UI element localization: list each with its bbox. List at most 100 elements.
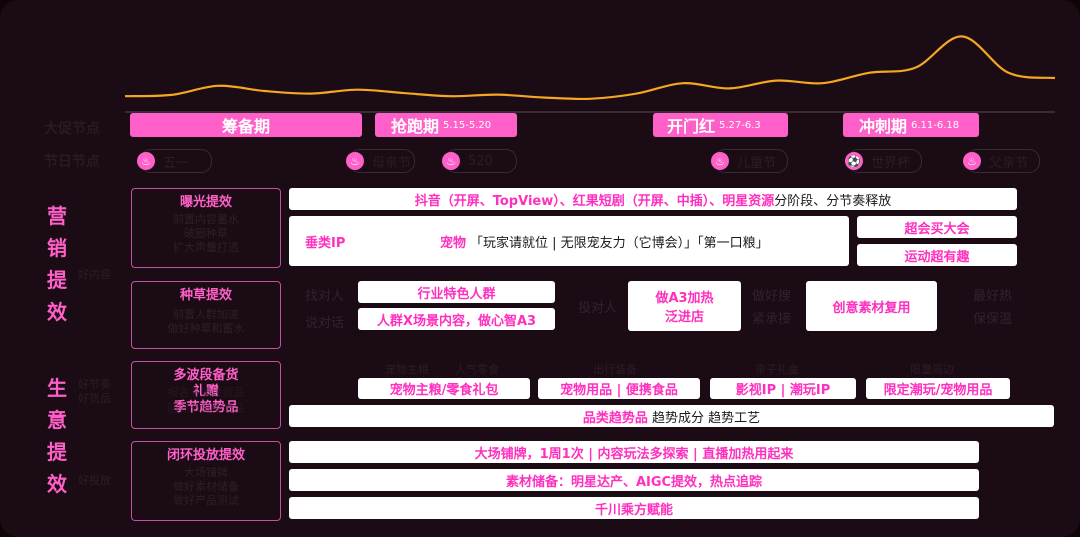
section-sub: 破圈种草 <box>184 227 228 240</box>
category-char: 销 <box>47 236 67 260</box>
fire-icon: ♨ <box>346 152 364 170</box>
label-do-search: 做好搜 <box>752 289 792 304</box>
goods-pill: 影视IP | 潮玩IP <box>710 378 856 399</box>
phase-name: 冲刺期 <box>859 117 908 136</box>
section-sub: 扩大声量打透 <box>173 241 239 254</box>
holiday-item: ♨ 母亲节 <box>346 149 415 173</box>
label-say-right: 说对话 <box>305 316 345 331</box>
goods-head: 亲子礼盒 <box>755 363 799 376</box>
label-invest-people: 投对人 <box>578 301 618 316</box>
pill-creative-reuse: 创意素材复用 <box>806 281 937 331</box>
section-sub: 报名多波段货品 <box>167 386 245 399</box>
section-title: 季节趋势品 <box>173 400 239 415</box>
fire-icon: ♨ <box>711 152 729 170</box>
section-grass: 种草提效 前置人群加速 做好种草和蓄水 <box>131 281 281 349</box>
pill-scene-content: 人群X场景内容，做心智A3 <box>358 308 555 330</box>
holiday-label: 世界杯 <box>871 155 911 171</box>
goods-pill: 宠物主粮/零食礼包 <box>358 378 530 399</box>
section-title: 种草提效 <box>179 288 232 303</box>
delivery-pill: 大场铺牌，1周1次 | 内容玩法多探索 | 直播加热用起来 <box>289 441 979 463</box>
section-title: 礼赠 <box>192 384 219 399</box>
section-sub: 做好素材储备 <box>173 480 239 493</box>
holiday-label: 五一 <box>163 155 190 171</box>
trend-bar: 品类趋势品趋势成分 趋势工艺 <box>289 405 1054 427</box>
phase-date: 5.15-5.20 <box>443 119 492 131</box>
goods-pill: 宠物用品 | 便携食品 <box>538 378 700 399</box>
holiday-item: ♨ 520 <box>442 149 517 173</box>
label-keep-alive: 保保温 <box>973 312 1013 327</box>
section-sub: 大场铺牌 <box>184 466 228 479</box>
ip-pink: 宠物 <box>440 235 467 251</box>
exposure-side-1: 超会买大会 <box>857 216 1017 238</box>
a3-line: 做A3加热 <box>655 291 714 306</box>
holiday-item: ♨ 父亲节 <box>963 149 1040 173</box>
fire-icon: ♨ <box>963 152 981 170</box>
trend-black: 趋势成分 趋势工艺 <box>651 410 761 426</box>
section-title: 曝光提效 <box>179 195 232 210</box>
section-delivery: 闭环投放提效 大场铺牌 做好素材储备 做好产品测试 <box>131 441 281 521</box>
goods-head: 宠物主粮 <box>385 363 429 376</box>
section-sub: 做好产品测试 <box>173 494 239 507</box>
side-label-goods: 好货品 <box>78 392 111 405</box>
section-exposure: 曝光提效 前置内容蓄水 破圈种草 扩大声量打透 <box>131 188 281 268</box>
delivery-pill: 千川乘方赋能 <box>289 497 979 519</box>
trend-pink: 品类趋势品 <box>582 410 648 426</box>
fire-icon: ♨ <box>442 152 460 170</box>
section-sub: 前置内容蓄水 <box>173 213 239 226</box>
section-title: 闭环投放提效 <box>166 448 245 463</box>
phase-name: 筹备期 <box>221 117 270 136</box>
delivery-pill: 素材储备：明星达产、AIGC提效，热点追踪 <box>289 469 979 491</box>
holiday-item: ♨ 五一 <box>137 149 212 173</box>
category-char: 意 <box>47 408 67 432</box>
holiday-label: 520 <box>468 153 493 169</box>
holiday-label: 父亲节 <box>989 155 1029 171</box>
goods-head: 限量周边 <box>910 363 954 376</box>
ip-black: 「玩家请就位 | 无限宠友力（它博会）」「第一口粮」 <box>470 235 769 251</box>
goods-head: 人气零食 <box>455 363 499 376</box>
fire-icon: ♨ <box>137 152 155 170</box>
holiday-label: 母亲节 <box>372 155 412 171</box>
exposure-ip-bar: 垂类IP 宠物「玩家请就位 | 无限宠友力（它博会）」「第一口粮」 <box>289 216 849 266</box>
trend-curve-chart <box>124 35 1056 113</box>
category-char: 效 <box>47 472 67 496</box>
side-label-node: 好节奏 <box>78 378 111 391</box>
holiday-label: 儿童节 <box>737 155 777 171</box>
trend-line <box>124 35 1056 101</box>
a3-line: 泛进店 <box>664 310 704 325</box>
media-black: 分阶段、分节奏释放 <box>774 193 892 209</box>
ip-label: 垂类IP <box>305 235 346 251</box>
exposure-media-bar: 抖音（开屏、TopView）、红果短剧（开屏、中插）、明星资源分阶段、分节奏释放 <box>289 188 1017 210</box>
category-business: 生 意 提 效 <box>42 372 72 500</box>
soccer-ball-icon: ⚽ <box>845 152 863 170</box>
phase-early: 抢跑期 5.15-5.20 <box>375 113 517 137</box>
section-title: 多波段备货 <box>173 368 239 383</box>
category-char: 效 <box>47 300 67 324</box>
exposure-side-2: 运动超有趣 <box>857 244 1017 266</box>
row-label-promo: 大促节点 <box>44 121 100 137</box>
phase-prep: 筹备期 <box>130 113 362 137</box>
side-label-delivery: 好投放 <box>78 474 111 487</box>
phase-open: 开门红 5.27-6.3 <box>653 113 788 137</box>
pill-industry-people: 行业特色人群 <box>358 281 555 303</box>
category-char: 提 <box>47 268 67 292</box>
category-char: 提 <box>47 440 67 464</box>
section-sub: 前置人群加速 <box>173 308 239 321</box>
holiday-item: ⚽ 世界杯 <box>845 149 922 173</box>
label-tracking: 紧承接 <box>752 312 792 327</box>
category-char: 生 <box>47 376 67 400</box>
phase-date: 6.11-6.18 <box>911 119 960 131</box>
section-sub: 回归节日季节品 <box>167 402 245 415</box>
pill-a3-heat: 做A3加热 泛进店 <box>628 281 741 331</box>
label-do-well: 最好热 <box>973 289 1013 304</box>
label-find-people: 找对人 <box>305 289 345 304</box>
section-sub: 做好种草和蓄水 <box>167 322 245 335</box>
phase-name: 抢跑期 <box>391 117 440 136</box>
phase-sprint: 冲刺期 6.11-6.18 <box>843 113 979 137</box>
goods-head: 出行装备 <box>593 363 637 376</box>
row-label-holiday: 节日节点 <box>44 154 100 170</box>
side-label-content: 好内容 <box>78 268 111 281</box>
section-goods: 多波段备货 礼赠 季节趋势品 报名多波段货品 回归节日季节品 <box>131 361 281 429</box>
phase-date: 5.27-6.3 <box>719 119 761 131</box>
media-pink: 抖音（开屏、TopView）、红果短剧（开屏、中插）、明星资源 <box>414 193 775 209</box>
